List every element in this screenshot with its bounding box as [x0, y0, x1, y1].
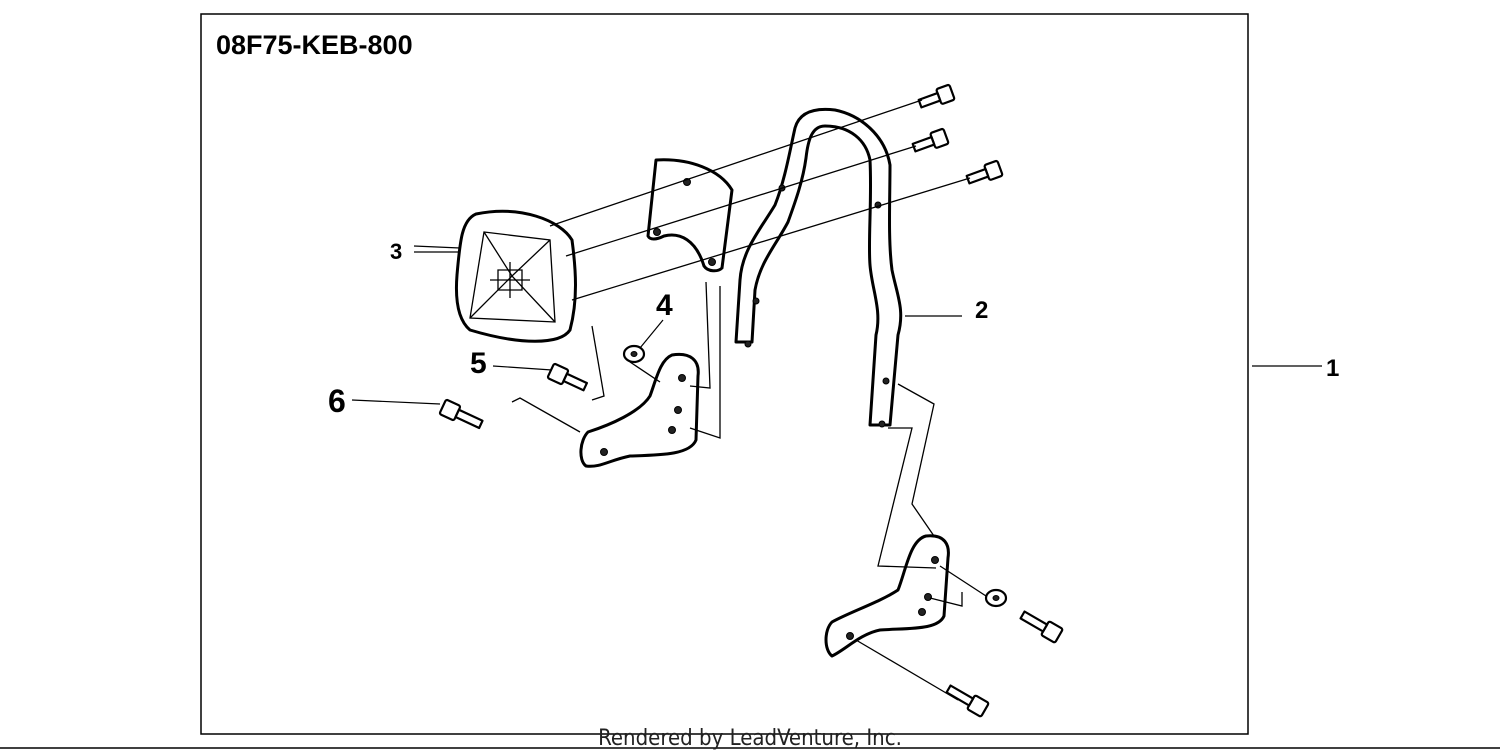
- bolt-top-3: [965, 159, 1004, 185]
- bolt-top-2: [911, 127, 950, 153]
- part-number-title: 08F75-KEB-800: [216, 30, 413, 60]
- callout-3: 3: [390, 239, 402, 264]
- bolt-6: [438, 398, 484, 430]
- bolt-top-1: [917, 83, 956, 109]
- rendered-by-footer: Rendered by LeadVenture, Inc.: [598, 726, 902, 751]
- callout-2: 2: [975, 297, 988, 324]
- backrest-plate: [646, 158, 734, 273]
- bolt-right-washer: [1019, 610, 1064, 644]
- diagram-frame: [200, 13, 1249, 735]
- left-bracket: [579, 352, 700, 468]
- bolt-bottom: [945, 684, 990, 718]
- callout-4: 4: [656, 289, 673, 322]
- backrest-frame: [734, 107, 903, 428]
- callout-6: 6: [328, 383, 346, 419]
- assembly-lines: [511, 99, 987, 701]
- washer-left: [622, 344, 646, 364]
- callout-5: 5: [470, 347, 487, 380]
- right-bracket: [824, 534, 950, 658]
- callout-1: 1: [1326, 355, 1339, 382]
- washer-right: [984, 588, 1008, 608]
- leader-lines: [351, 245, 1322, 405]
- bolt-5: [546, 362, 588, 392]
- backrest-pad: [454, 209, 577, 343]
